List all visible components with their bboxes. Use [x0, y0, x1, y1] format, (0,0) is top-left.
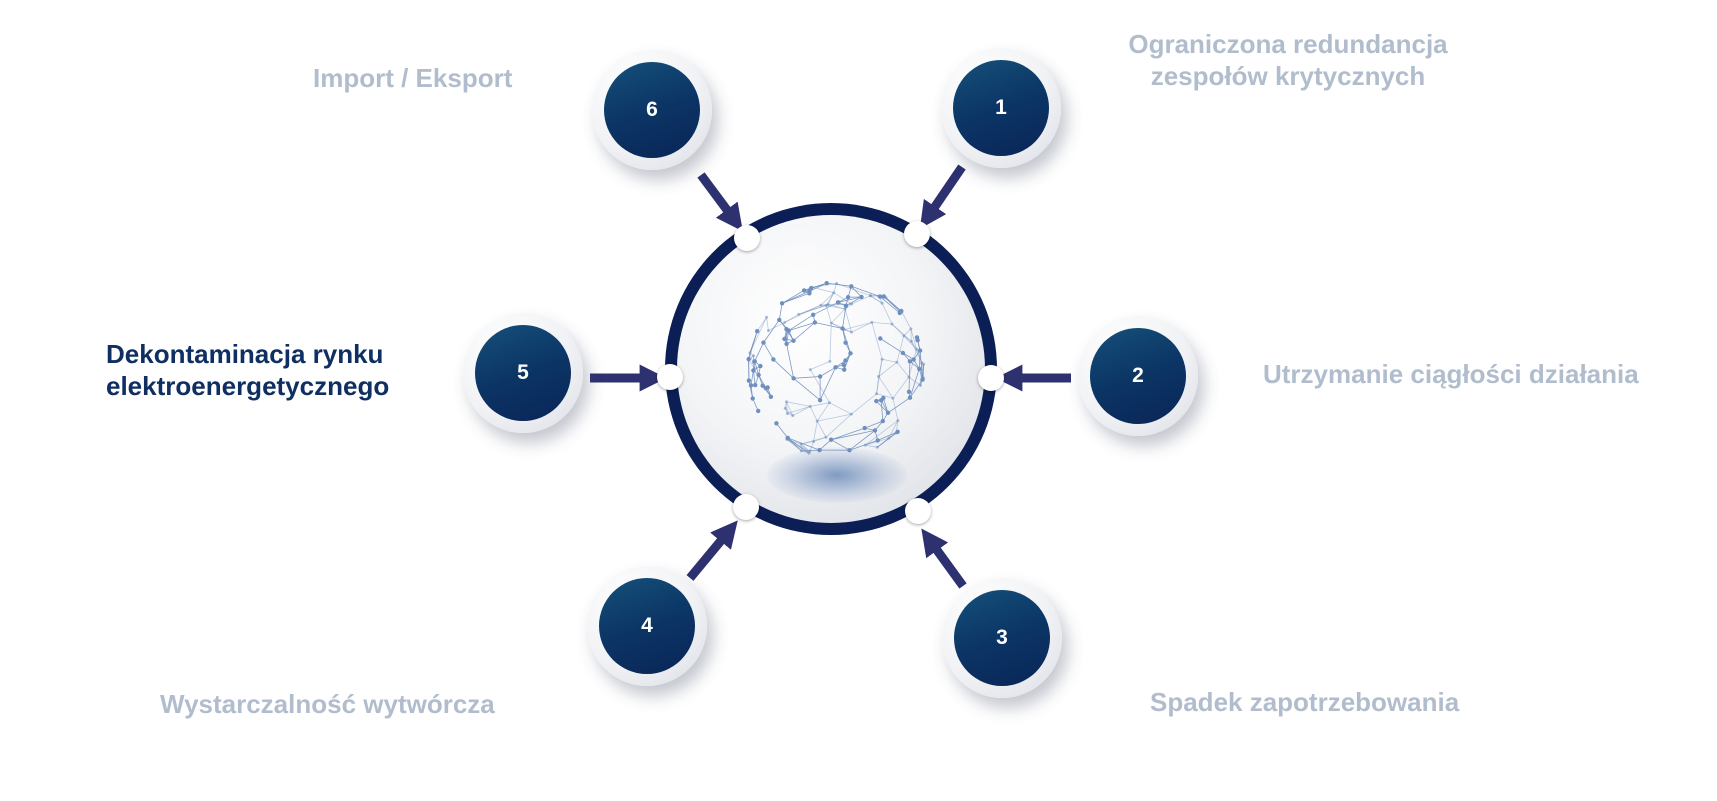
central-hub	[665, 203, 997, 535]
node-4: 4	[587, 566, 707, 686]
node-1: 1	[941, 48, 1061, 168]
label-node-1: Ograniczona redundancja zespołów krytycz…	[1128, 29, 1448, 91]
label-node-4: Wystarczalność wytwórcza	[160, 689, 495, 719]
node-2-button[interactable]: 2	[1090, 328, 1186, 424]
node-6: 6	[592, 50, 712, 170]
arrow-icon	[921, 528, 967, 589]
label-node-2: Utrzymanie ciągłości działania	[1263, 359, 1639, 389]
connector-dot-4	[733, 494, 759, 520]
connector-dot-6	[734, 225, 760, 251]
label-node-5: Dekontaminacja rynku elektroenergetyczne…	[106, 339, 390, 401]
node-5: 5	[463, 313, 583, 433]
label-node-6: Import / Eksport	[313, 63, 513, 93]
arrow-icon	[697, 172, 743, 232]
connector-dot-2	[978, 365, 1004, 391]
node-3-button[interactable]: 3	[954, 590, 1050, 686]
network-globe-icon	[746, 281, 926, 455]
label-node-3: Spadek zapotrzebowania	[1150, 687, 1460, 717]
node-1-button[interactable]: 1	[953, 60, 1049, 156]
arrow-icon	[919, 164, 966, 229]
node-6-button[interactable]: 6	[604, 62, 700, 158]
connector-dot-5	[657, 364, 683, 390]
node-2: 2	[1078, 316, 1198, 436]
globe-shadow	[767, 447, 907, 503]
connector-dot-3	[905, 498, 931, 524]
arrow-icon	[686, 520, 738, 581]
node-5-button[interactable]: 5	[475, 325, 571, 421]
node-4-button[interactable]: 4	[599, 578, 695, 674]
node-3: 3	[942, 578, 1062, 698]
hub-face	[677, 215, 985, 523]
connector-dot-1	[904, 221, 930, 247]
